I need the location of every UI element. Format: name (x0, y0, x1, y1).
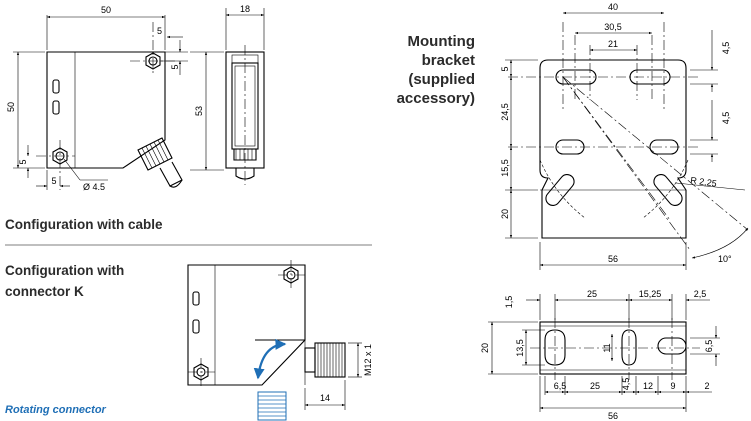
dim-bracket-width-bottom: 56 (608, 254, 618, 264)
dim-bracket-slot-h1: 4,5 (721, 42, 731, 55)
cable-version-front-view: 50 5 5 50 5 5 Ø 4.5 (6, 5, 188, 192)
dim-bracket-angle: 10° (718, 254, 732, 264)
dim-plan-bottom-4: 12 (643, 381, 653, 391)
dim-plan-slot-h: 13,5 (515, 339, 525, 357)
heading-config-cable: Configuration with cable (5, 217, 163, 232)
mounting-bracket-front-view: 40 30,5 21 4,5 4,5 5 24,5 15,5 20 R 2,25… (500, 2, 749, 270)
dim-cable-side-offset: 5 (170, 64, 180, 69)
heading-config-connector-2: connector K (5, 284, 84, 299)
dim-cable-top-offset: 5 (157, 26, 162, 36)
heading-mounting-4: accessory) (397, 90, 475, 107)
cable-gland (137, 137, 183, 188)
dim-bracket-inner-2: 21 (608, 39, 618, 49)
slot-top-left (555, 69, 597, 85)
dim-bracket-v2: 24,5 (500, 103, 510, 121)
slot-angled-right (653, 174, 683, 206)
connector-version-view: M12 x 1 14 (187, 260, 373, 421)
caption-rotating-connector: Rotating connector (5, 404, 107, 416)
dim-bracket-slot-h2: 4,5 (721, 112, 731, 125)
rotation-arrow (253, 338, 287, 380)
dim-plan-bottom-1: 6,5 (554, 381, 567, 391)
cable-version-side-view: 18 53 (190, 4, 265, 185)
plan-slot-left (544, 329, 566, 366)
dim-bracket-v4: 20 (500, 209, 510, 219)
dim-plan-right-slot: 6,5 (704, 340, 714, 353)
dim-bracket-radius: R 2,25 (690, 175, 718, 189)
dim-plan-bottom-2: 25 (590, 381, 600, 391)
dim-plan-height: 20 (480, 343, 490, 353)
dim-plan-top-2: 25 (587, 289, 597, 299)
dim-plan-bottom-6: 2 (704, 381, 709, 391)
dim-plan-top-1: 1,5 (504, 296, 514, 309)
dim-plan-top-4: 2,5 (694, 289, 707, 299)
dim-cable-height: 50 (6, 102, 16, 112)
dim-cable-width: 50 (101, 5, 111, 15)
dim-side-width: 18 (240, 4, 250, 14)
slot-angled-left (545, 174, 575, 206)
dim-hole-diameter: Ø 4.5 (83, 182, 105, 192)
heading-config-connector-1: Configuration with (5, 263, 124, 278)
dim-plan-bottom-3: 4,5 (621, 378, 631, 391)
heading-mounting-3: (supplied (408, 71, 475, 88)
heading-mounting-2: bracket (422, 52, 475, 69)
dim-connector-thread: M12 x 1 (363, 344, 373, 376)
mounting-bracket-plan-view: 1,5 25 15,25 2,5 20 13,5 11 6,5 6,5 25 (480, 289, 720, 421)
dim-bracket-width-top: 40 (608, 2, 618, 12)
dim-bracket-v3: 15,5 (500, 159, 510, 177)
dim-cable-height-total: 53 (194, 106, 204, 116)
dim-plan-slot-inner: 11 (602, 343, 612, 352)
dim-plan-bottom-5: 9 (670, 381, 675, 391)
dim-bracket-v1: 5 (500, 66, 510, 71)
dim-plan-total: 56 (608, 411, 618, 421)
m12-connector-side (304, 342, 346, 378)
dim-cable-left-offset: 5 (51, 176, 56, 186)
plan-slot-middle (621, 329, 637, 366)
dim-connector-length: 14 (320, 393, 330, 403)
dim-plan-top-3: 15,25 (639, 289, 662, 299)
dim-bracket-inner-1: 30,5 (604, 22, 622, 32)
m12-connector-bottom (257, 391, 287, 421)
heading-mounting-1: Mounting (408, 33, 475, 50)
dim-cable-bottom-offset: 5 (18, 159, 28, 164)
